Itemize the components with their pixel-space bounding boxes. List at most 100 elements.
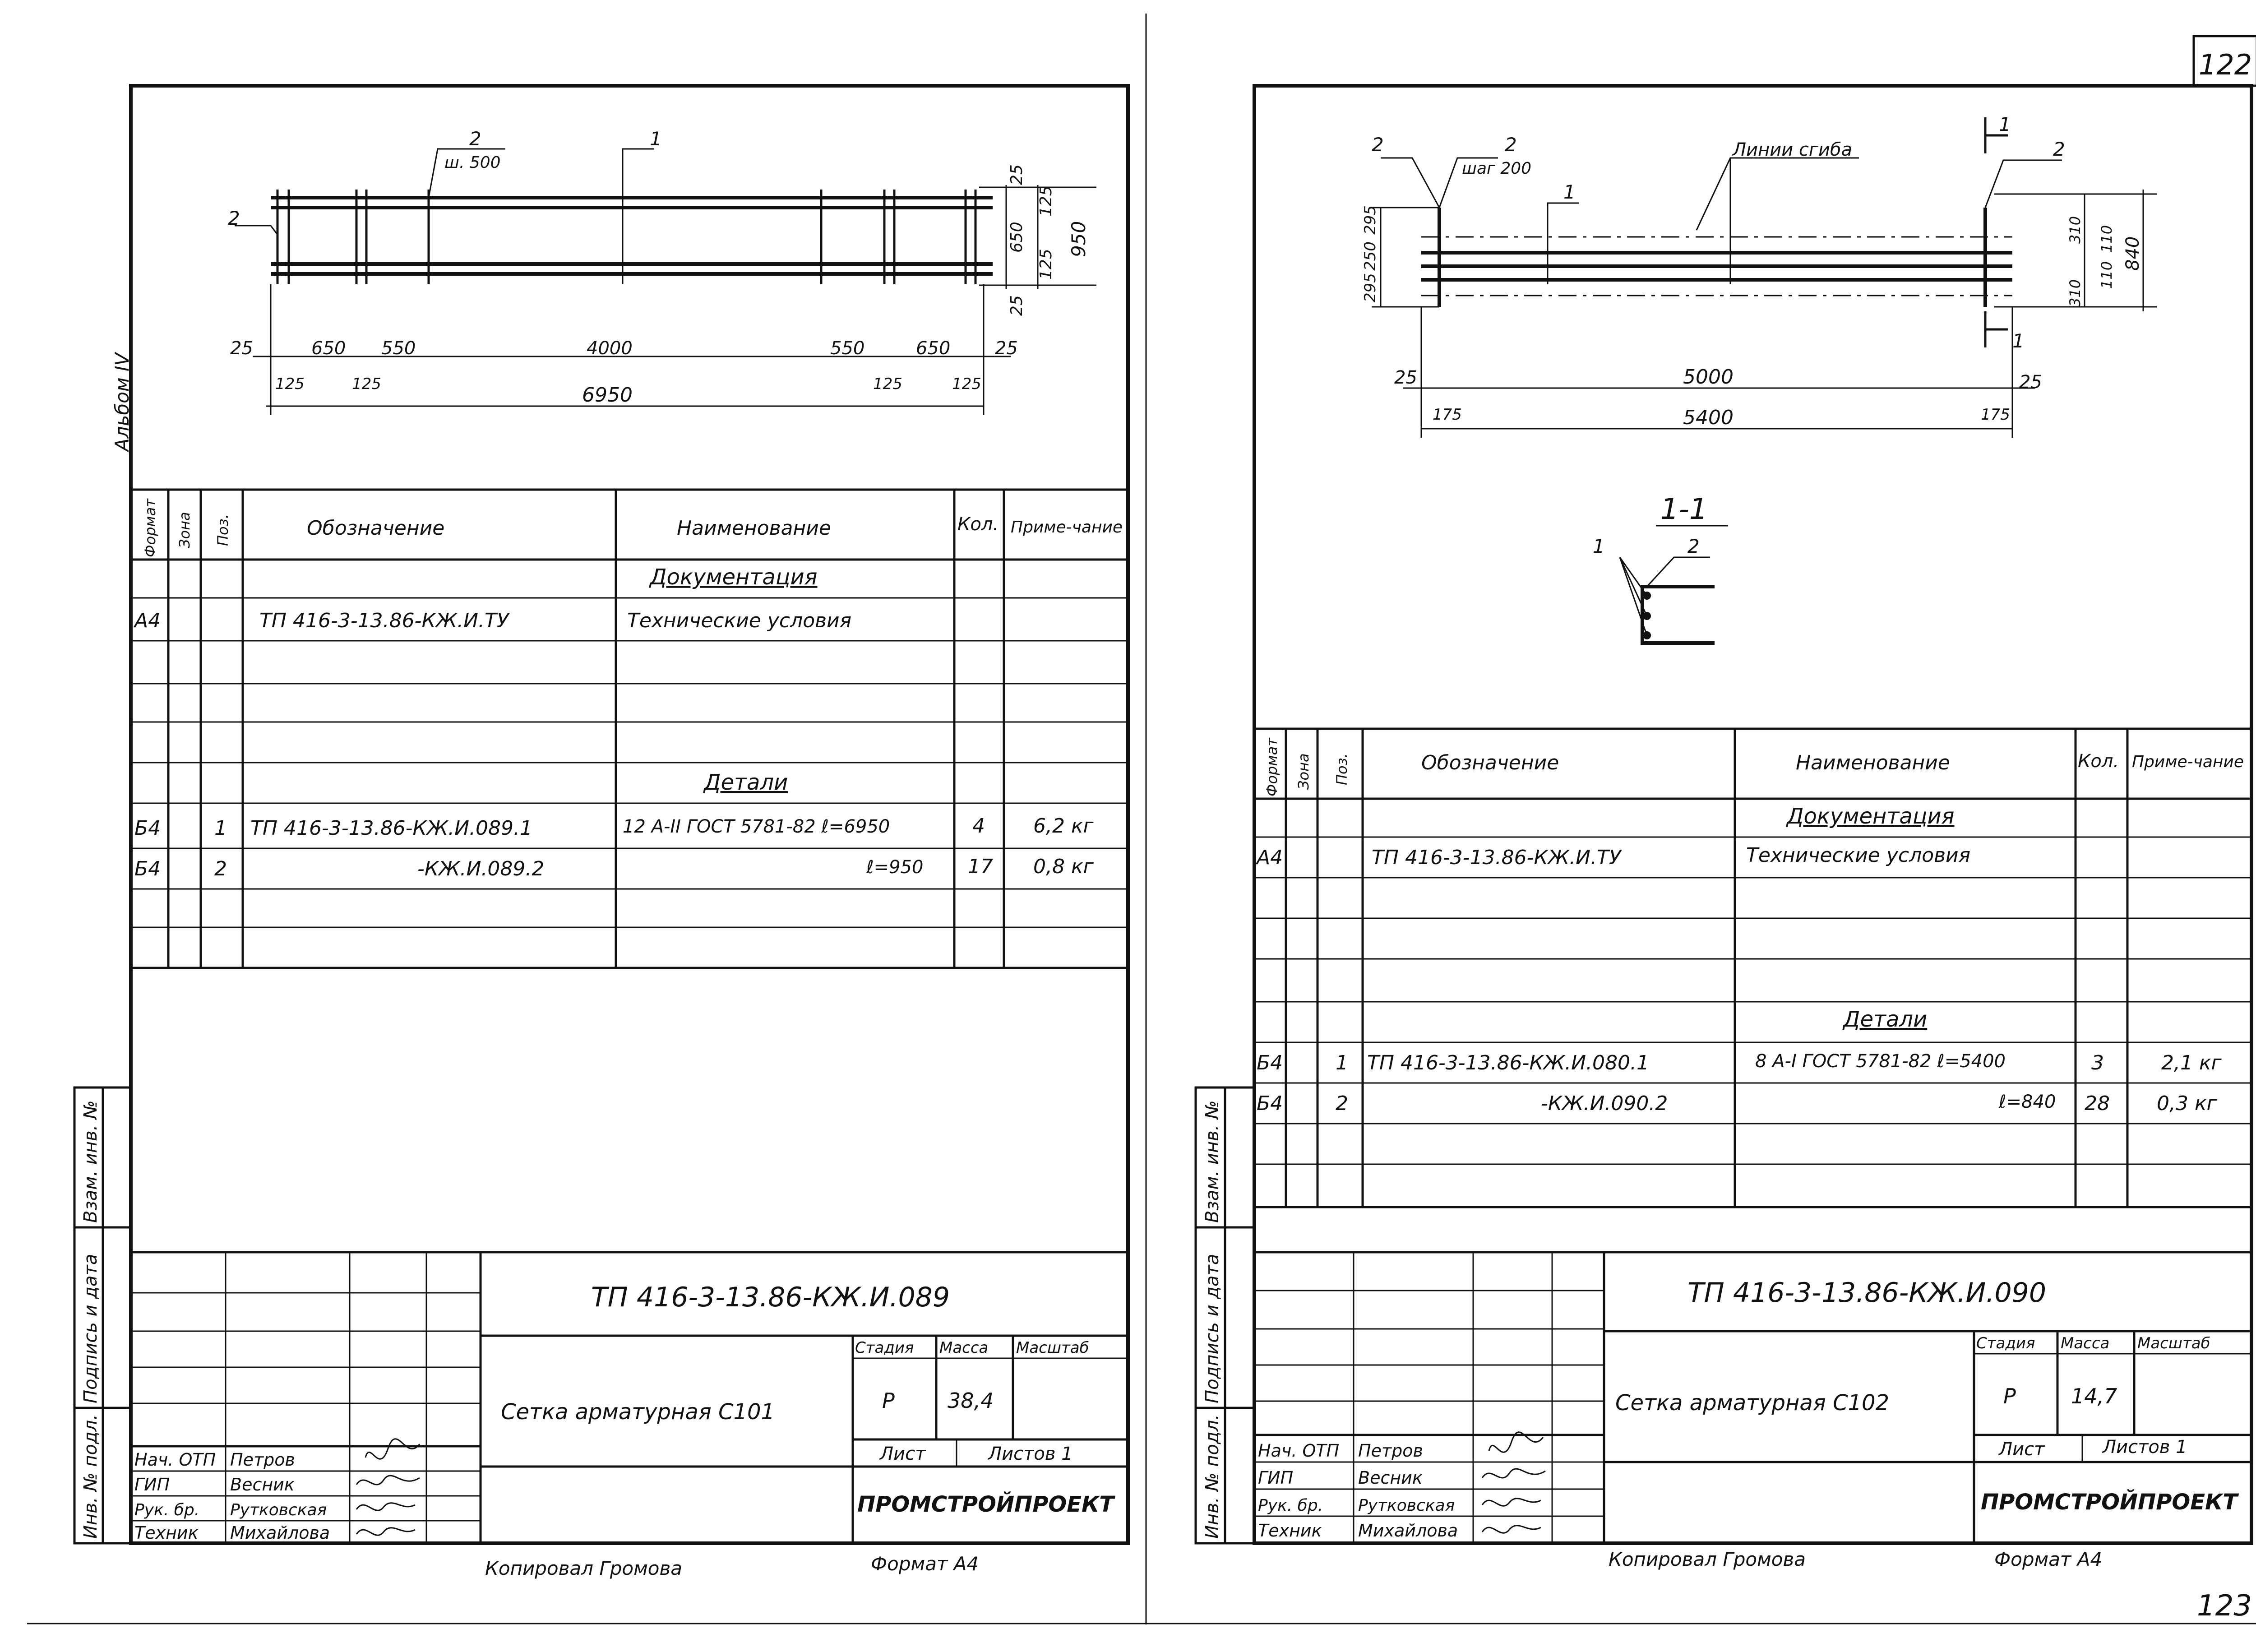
left-name-2: Весник xyxy=(230,1475,295,1495)
left-dim-550-b: 550 xyxy=(830,338,864,359)
right-section-mark-2: 2 xyxy=(1687,535,1700,557)
left-row5-pos: 1 xyxy=(214,817,227,840)
left-mark-1: 1 xyxy=(650,128,662,150)
right-ldim-250: 250 xyxy=(1361,241,1379,271)
left-mass-label: Масса xyxy=(939,1339,988,1357)
left-row-doc-section: Документация xyxy=(649,565,818,590)
left-sheets-label: Листов 1 xyxy=(987,1444,1073,1464)
right-row-doc-section: Документация xyxy=(1786,804,1955,829)
left-signature-2 xyxy=(356,1475,420,1485)
left-hdr-qty: Кол. xyxy=(957,514,999,535)
left-row5-format: Б4 xyxy=(134,817,161,840)
right-title-block-text: ТП 416-3-13.86-КЖ.И.090 Сетка арматурная… xyxy=(1258,1277,2239,1541)
left-row5-name: 12 А-II ГОСТ 5781-82 ℓ=6950 xyxy=(623,816,890,837)
left-hdr-pos: Поз. xyxy=(214,514,231,546)
right-spec-table xyxy=(1253,727,2253,1208)
right-row5-name: 8 А-I ГОСТ 5781-82 ℓ=5400 xyxy=(1755,1051,2006,1072)
left-spec-table xyxy=(129,488,1129,969)
right-row6-pos: 2 xyxy=(1336,1092,1348,1115)
left-format-label: Формат А4 xyxy=(871,1553,979,1575)
left-hdr-format: Формат xyxy=(142,498,159,557)
right-hdr-pos: Поз. xyxy=(1333,753,1350,785)
right-row5-qty: 3 xyxy=(2091,1051,2104,1074)
left-name-3: Рутковская xyxy=(230,1501,327,1519)
left-side-stamps: Инв. № подл. Подпись и дата Взам. инв. № xyxy=(73,1086,132,1545)
left-dim-125-d: 125 xyxy=(952,375,981,393)
left-row1-format: А4 xyxy=(133,609,161,632)
right-mark-bend-lines: Линии сгиба xyxy=(1732,139,1852,160)
right-stage-label: Стадия xyxy=(1976,1334,2035,1352)
left-row6-name: ℓ=950 xyxy=(866,857,923,878)
left-signature-4 xyxy=(356,1527,416,1536)
right-signature-2 xyxy=(1481,1468,1546,1479)
right-rdim-840: 840 xyxy=(2122,236,2143,271)
right-section-title: 1-1 xyxy=(1660,493,1708,526)
left-mark-2-left: 2 xyxy=(228,207,240,229)
left-hdr-name: Наименование xyxy=(677,517,831,540)
left-doc-code: ТП 416-3-13.86-КЖ.И.089 xyxy=(591,1282,950,1313)
left-dim-125-a: 125 xyxy=(275,375,305,393)
right-row6-note: 0,3 кг xyxy=(2157,1092,2218,1115)
right-role-3: Рук. бр. xyxy=(1258,1496,1323,1515)
left-row6-note: 0,8 кг xyxy=(1033,855,1094,878)
left-dim-650-b: 650 xyxy=(916,338,950,359)
right-row6-qty: 28 xyxy=(2085,1092,2110,1115)
left-row6-designation: -КЖ.И.089.2 xyxy=(417,857,544,880)
right-side-stamps: Инв. № подл. Подпись и дата Взам. инв. № xyxy=(1194,1086,1256,1545)
left-copied-by: Копировал Громова xyxy=(485,1557,682,1579)
left-row5-designation: ТП 416-3-13.86-КЖ.И.089.1 xyxy=(250,817,532,840)
right-stamp-inv-podl: Инв. № подл. xyxy=(1202,1414,1223,1539)
left-stamp-inv-podl: Инв. № подл. xyxy=(80,1414,101,1539)
left-name-4: Михайлова xyxy=(230,1523,330,1543)
right-signature-3 xyxy=(1481,1498,1541,1507)
right-mesh-drawing: 2 2 шаг 200 1 Линии сгиба 2 1 1 295 250 … xyxy=(1361,113,2157,645)
right-sheet: Инв. № подл. Подпись и дата Взам. инв. № xyxy=(1194,84,2253,1570)
left-dim-overall-length: 6950 xyxy=(582,384,633,407)
left-row-details-section: Детали xyxy=(703,770,788,795)
right-signature-4 xyxy=(1481,1525,1541,1534)
right-row6-format: Б4 xyxy=(1257,1092,1283,1115)
left-row5-qty: 4 xyxy=(972,814,985,838)
right-name-2: Весник xyxy=(1358,1468,1423,1488)
right-signature-1 xyxy=(1488,1431,1544,1453)
left-hdr-note: Приме-чание xyxy=(1011,518,1123,537)
right-ldim-295-a: 295 xyxy=(1361,273,1379,302)
right-bdim-175-a: 175 xyxy=(1433,406,1462,424)
left-rdim-25-a: 25 xyxy=(1008,164,1026,185)
right-doc-title: Сетка арматурная С102 xyxy=(1615,1390,1889,1416)
left-sheet: Альбом IV Инв. № подл. Подпись и дата Вз… xyxy=(73,84,1130,1579)
right-hdr-note: Приме-чание xyxy=(2132,753,2244,771)
album-label: Альбом IV xyxy=(111,352,133,453)
right-bdim-25-a: 25 xyxy=(1394,367,1417,388)
right-hdr-qty: Кол. xyxy=(2078,751,2119,772)
right-name-1: Петров xyxy=(1358,1441,1423,1461)
left-rdim-950: 950 xyxy=(1068,221,1090,257)
right-name-3: Рутковская xyxy=(1358,1496,1455,1515)
left-dim-125-c: 125 xyxy=(873,375,902,393)
left-hdr-designation: Обозначение xyxy=(307,517,444,540)
right-mark-2-c: 2 xyxy=(2053,138,2065,160)
left-bottom-dimensions: 25 650 550 4000 550 650 25 125 125 125 1… xyxy=(230,338,1018,407)
right-hdr-designation: Обозначение xyxy=(1421,751,1559,774)
right-row5-note: 2,1 кг xyxy=(2161,1051,2222,1074)
left-role-1: Нач. ОТП xyxy=(134,1450,216,1470)
right-row5-format: Б4 xyxy=(1257,1051,1283,1074)
right-rdim-310-a: 310 xyxy=(2066,216,2084,244)
right-mark-section-1-bottom: 1 xyxy=(2012,330,2025,352)
right-row1-designation: ТП 416-3-13.86-КЖ.И.ТУ xyxy=(1372,846,1623,869)
left-spec-headers: Формат Зона Поз. Обозначение Наименовани… xyxy=(142,498,1123,557)
left-stage-label: Стадия xyxy=(855,1339,914,1357)
right-rdim-110-b: 110 xyxy=(2098,261,2115,289)
right-row-details-section: Детали xyxy=(1842,1007,1927,1032)
right-stamp-signature-date: Подпись и дата xyxy=(1202,1254,1223,1403)
right-row5-designation: ТП 416-3-13.86-КЖ.И.080.1 xyxy=(1367,1051,1649,1074)
left-signature-1 xyxy=(365,1438,421,1460)
right-doc-code: ТП 416-3-13.86-КЖ.И.090 xyxy=(1687,1277,2046,1309)
left-mark-2-top: 2 xyxy=(469,128,481,150)
right-mass-label: Масса xyxy=(2061,1334,2109,1352)
right-bdim-175-b: 175 xyxy=(1981,406,2010,424)
left-rdim-650: 650 xyxy=(1008,222,1026,253)
right-row6-designation: -КЖ.И.090.2 xyxy=(1541,1092,1668,1115)
right-stage-value: Р xyxy=(2003,1384,2016,1408)
